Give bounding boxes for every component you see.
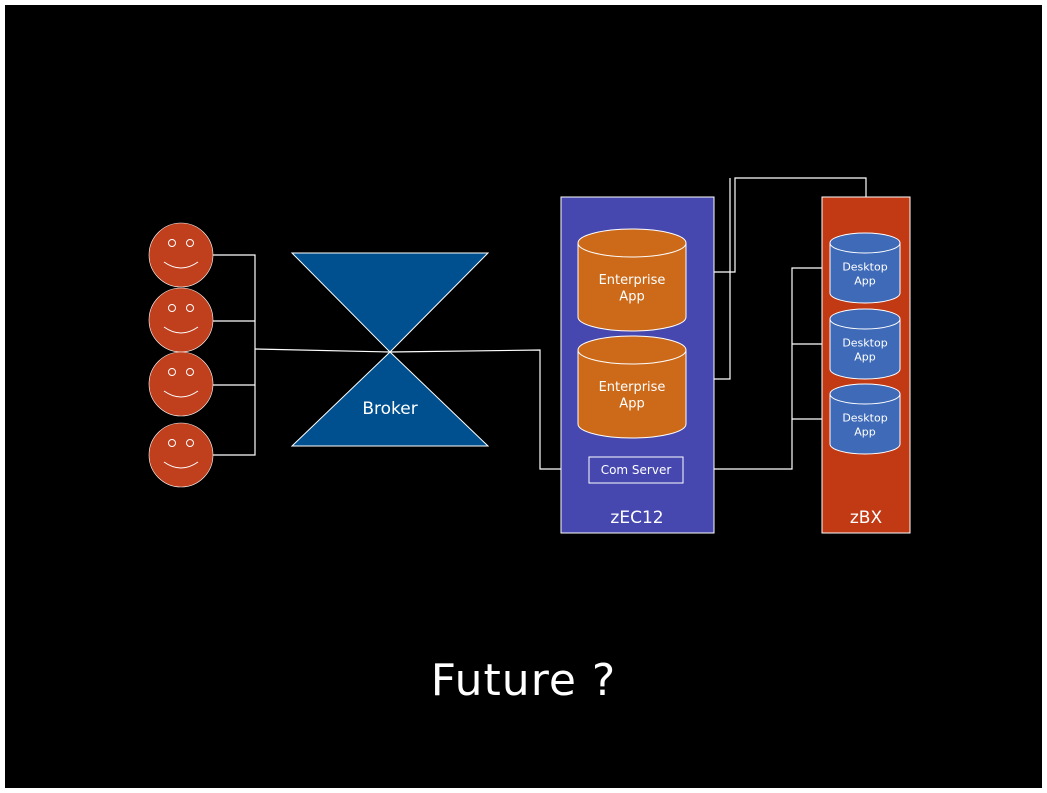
face-smile <box>163 326 199 334</box>
cylinder-body <box>577 243 687 332</box>
enterprise-to-zbx-line-1 <box>686 177 867 273</box>
broker-label: Broker <box>362 399 417 419</box>
cylinder-label-line2: App <box>854 351 876 364</box>
face-left-eye <box>168 368 176 376</box>
cylinder-top <box>829 383 901 405</box>
cylinder-top <box>577 228 687 258</box>
broker-top-triangle <box>290 252 490 353</box>
zbx-label: zBX <box>850 508 883 528</box>
user-bus-line <box>213 254 256 456</box>
broker-bottom-triangle <box>290 351 490 447</box>
com-server-box <box>588 456 684 484</box>
user-face-icon <box>148 351 214 417</box>
comserver-to-desktop-line <box>683 267 830 470</box>
cylinder-body <box>829 243 901 304</box>
face-right-eye <box>186 239 194 247</box>
cylinder-label-line2: App <box>619 397 644 412</box>
face-smile <box>163 261 199 269</box>
user-face-icon <box>148 422 214 488</box>
cylinder-body <box>577 350 687 439</box>
face-right-eye <box>186 439 194 447</box>
face-left-eye <box>168 439 176 447</box>
face-circle <box>148 222 214 288</box>
cylinder-body <box>829 394 901 455</box>
cylinder-top <box>829 232 901 254</box>
cylinder-label-line2: App <box>619 290 644 305</box>
face-smile <box>163 461 199 469</box>
face-left-eye <box>168 304 176 312</box>
broker: Broker <box>290 252 490 447</box>
cylinder-label-line2: App <box>854 275 876 288</box>
slide-title: Future ? <box>430 655 617 706</box>
cylinder-label-line1: Enterprise <box>599 380 666 395</box>
face-right-eye <box>186 304 194 312</box>
user-face-icon <box>148 222 214 288</box>
user-face-icon <box>148 287 214 353</box>
users-to-broker-line <box>254 348 391 353</box>
face-circle <box>148 287 214 353</box>
users-group <box>148 222 214 488</box>
face-right-eye <box>186 368 194 376</box>
connector-lines <box>213 177 867 470</box>
cylinder-label-line2: App <box>854 426 876 439</box>
cylinder-top <box>829 308 901 330</box>
cylinder-top <box>577 335 687 365</box>
cylinder-label-line1: Desktop <box>842 411 887 424</box>
face-circle <box>148 351 214 417</box>
face-left-eye <box>168 239 176 247</box>
cylinder-body <box>829 319 901 380</box>
cylinder-label-line1: Enterprise <box>599 273 666 288</box>
face-smile <box>163 390 199 398</box>
cylinder-label-line1: Desktop <box>842 336 887 349</box>
com-server-label: Com Server <box>601 463 672 477</box>
zec12-label: zEC12 <box>610 508 663 528</box>
cylinder-label-line1: Desktop <box>842 260 887 273</box>
face-circle <box>148 422 214 488</box>
